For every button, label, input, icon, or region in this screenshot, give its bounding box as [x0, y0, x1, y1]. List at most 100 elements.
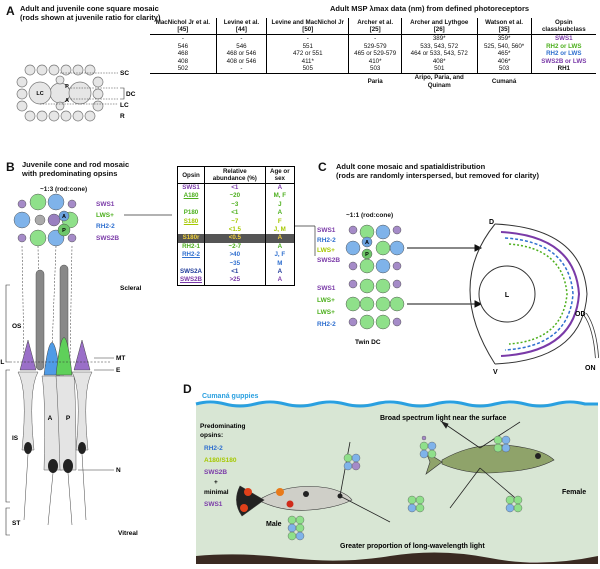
msp-cell: 502 [177, 65, 189, 73]
opsin-name: A180 [183, 192, 199, 200]
msp-cell: 465 or 529-579 [348, 50, 402, 58]
panel-b-title-line1: Juvenile cone and rod mosaic [22, 160, 130, 169]
c-label2-lws-b: LWS+ [317, 309, 335, 316]
panel-b-ratio: ~1:3 (rod:cone) [40, 186, 88, 193]
msp-cell: 551 [266, 42, 349, 51]
male-fish [261, 486, 353, 511]
b-opsin-sws1: SWS1 [96, 201, 115, 208]
d-male: Male [266, 521, 282, 528]
water-background [196, 404, 598, 562]
b-mosaic-p: P [62, 228, 66, 234]
opsin-abund: <1 [204, 268, 266, 277]
b-label-e: E [116, 367, 121, 374]
mosaic-lc-label: LC [36, 91, 43, 97]
b-layer-is: IS [12, 435, 19, 442]
opsin-abund: <1 [204, 183, 266, 193]
male-spots [240, 488, 309, 512]
msp-footer-cell: Cumaná [491, 77, 517, 85]
opsin-age: M, F [264, 192, 295, 201]
msp-header: Levine and MacNichol Jr [50] [266, 18, 349, 35]
d-predom-rh2: RH2-2 [204, 445, 223, 452]
panel-c-title-line1: Adult cone mosaic and spatialdistributio… [336, 162, 486, 171]
opsin-abund: >40 [204, 251, 266, 260]
msp-cell: 408 [177, 57, 189, 65]
msp-cell: 472 or 551 [266, 50, 349, 58]
msp-cell: 525, 540, 560* [476, 42, 532, 51]
eye-label-on: ON [585, 365, 596, 372]
msp-cell: - [181, 35, 184, 42]
c-label-lws: LWS+ [317, 247, 335, 254]
panel-c-title: Adult cone mosaic and spatialdistributio… [336, 162, 598, 180]
opsin-name: P180 [183, 209, 199, 217]
d-predom-sws2b: SWS2B [204, 469, 227, 476]
opsin-name: S180r [182, 234, 200, 242]
d-predom-title-2: opsins: [200, 432, 223, 439]
msp-cell: - [348, 34, 402, 43]
d-location: Cumaná guppies [202, 393, 259, 400]
mosaic-a-label: A [65, 98, 69, 104]
b-label-scleral: Scleral [120, 285, 142, 292]
msp-table: MacNichol Jr et al. [45] Levine et al. [… [150, 18, 596, 89]
panel-c-ratio: ~1:1 (rod:cone) [346, 212, 394, 219]
opsin-name: RH2-2 [182, 251, 200, 259]
c-twin-dc: Twin DC [355, 339, 381, 346]
opsin-table: Opsin Relative abundance (%) Age or sex … [177, 166, 295, 286]
panel-b-title: Juvenile cone and rod mosaic with predom… [22, 160, 162, 178]
msp-header-row: MacNichol Jr et al. [45] Levine et al. [… [150, 18, 596, 35]
mosaic-p-label: P [65, 84, 69, 90]
msp-footer-row: Paria Aripo, Paria, and Quinam Cumaná [150, 73, 596, 89]
b-mosaic-a: A [62, 214, 66, 220]
msp-cell: 468 [177, 50, 189, 58]
opsin-header-row: Opsin Relative abundance (%) Age or sex [177, 166, 295, 184]
opsin-header: Age or sex [264, 166, 295, 184]
msp-footer-cell [216, 73, 266, 89]
opsin-age: J, F [264, 251, 295, 260]
msp-cell: 503 [476, 65, 532, 74]
opsin-age: M [264, 259, 295, 269]
opsin-abund: ~7 [204, 217, 266, 227]
row-label-dc: DC [126, 91, 136, 98]
panel-a-title-line1: Adult and juvenile cone square mosaic [20, 4, 159, 13]
c-label-sws2b: SWS2B [317, 257, 340, 264]
c-label2-sws1: SWS1 [317, 285, 336, 292]
d-female: Female [562, 489, 586, 496]
opsin-age: A [264, 209, 295, 218]
panel-d-graphic: Cumaná guppies Broad spectrum light near… [195, 393, 598, 564]
msp-cell: 408 or 546 [215, 57, 267, 66]
opsin-name [178, 260, 205, 268]
b-label-vitreal: Vitreal [118, 530, 138, 537]
msp-header: Levine et al. [44] [215, 18, 267, 35]
msp-cell: 465* [476, 50, 532, 58]
msp-header: Archer and Lythgoe [26] [400, 18, 478, 35]
msp-opsin-cell: SWS1 [530, 34, 596, 43]
opsin-header: Relative abundance (%) [204, 166, 266, 184]
panel-d-letter: D [183, 382, 192, 396]
msp-cell: 546 [177, 42, 189, 50]
opsin-name: RH2-1 [182, 242, 200, 250]
eye-label-v: V [493, 369, 498, 376]
msp-cell: 501 [400, 65, 478, 74]
opsin-age: A [264, 183, 295, 193]
panel-a-mosaic-graphic: LC P A SC DC LC R [16, 64, 136, 122]
panel-b-letter: B [6, 160, 15, 174]
msp-cell: 410* [348, 57, 402, 66]
msp-cell: 533, 543, 572 [400, 42, 478, 51]
b-cell-p: P [66, 415, 71, 422]
c-mosaic-a: A [365, 240, 369, 246]
msp-cell: 406* [476, 57, 532, 66]
panel-c-letter: C [318, 160, 327, 174]
panel-c-graphic: SWS1 RH2-2 LWS+ SWS2B A P SWS1 LWS+ LWS+… [295, 219, 599, 376]
opsin-header: Opsin [177, 166, 205, 184]
opsin-abund: ~35 [204, 259, 266, 269]
msp-row: 408 408 or 546 411* 410* 408* 406* SWS2B… [150, 57, 596, 66]
opsin-name [178, 201, 205, 209]
panel-a-title-line2: (rods shown at juvenile ratio for clarit… [20, 13, 161, 22]
opsin-abund: >25 [204, 276, 266, 286]
b-layer-pl: PL [0, 359, 4, 366]
msp-cell: 546 [215, 42, 267, 51]
msp-cell: 408* [400, 57, 478, 66]
